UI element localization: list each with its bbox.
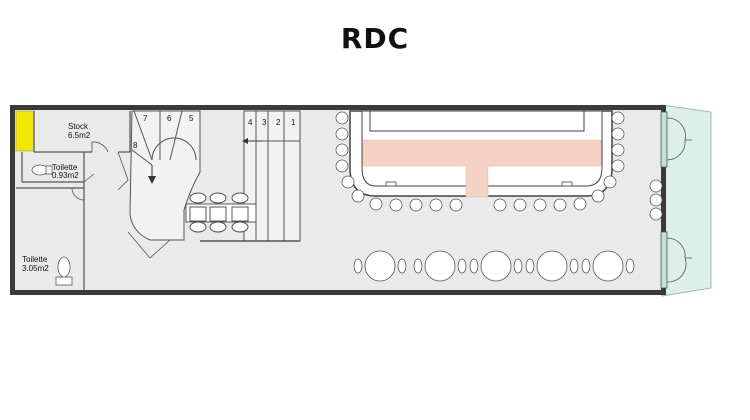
table-four-stools — [185, 192, 257, 233]
stair-step-number: 7 — [143, 114, 148, 123]
bar-counter — [349, 110, 613, 198]
round-table — [581, 250, 635, 282]
stair-step-number: 1 — [291, 118, 296, 127]
stair-step-number: 6 — [167, 114, 172, 123]
round-tables — [353, 250, 635, 282]
stair-step-number: 8 — [133, 141, 138, 150]
bar-service-area — [362, 139, 602, 198]
bar-stools — [335, 111, 663, 221]
terrace-area — [661, 104, 712, 297]
stock-room-area: 6.5m2 — [68, 131, 91, 140]
storage-accent — [15, 110, 35, 152]
toilet-large-area: 3.05m2 — [22, 264, 49, 273]
page-title: RDC — [340, 22, 410, 55]
stair-step-number: 5 — [189, 114, 194, 123]
stock-room — [33, 111, 131, 153]
toilet-small-name: Toilette — [52, 163, 78, 172]
staircase — [117, 110, 201, 259]
toilets-block — [16, 152, 95, 290]
toilet-large-name: Toilette — [22, 255, 48, 264]
stair-step-number: 4 — [248, 118, 253, 127]
stair-step-number: 3 — [262, 118, 267, 127]
round-table — [525, 250, 579, 282]
terrace-doors — [660, 111, 692, 289]
round-table — [413, 250, 467, 282]
stair-step-number: 2 — [276, 118, 281, 127]
round-table — [353, 250, 407, 282]
toilet-small-area: 0.93m2 — [52, 171, 79, 180]
round-table — [469, 250, 523, 282]
stock-room-name: Stock — [68, 122, 89, 131]
